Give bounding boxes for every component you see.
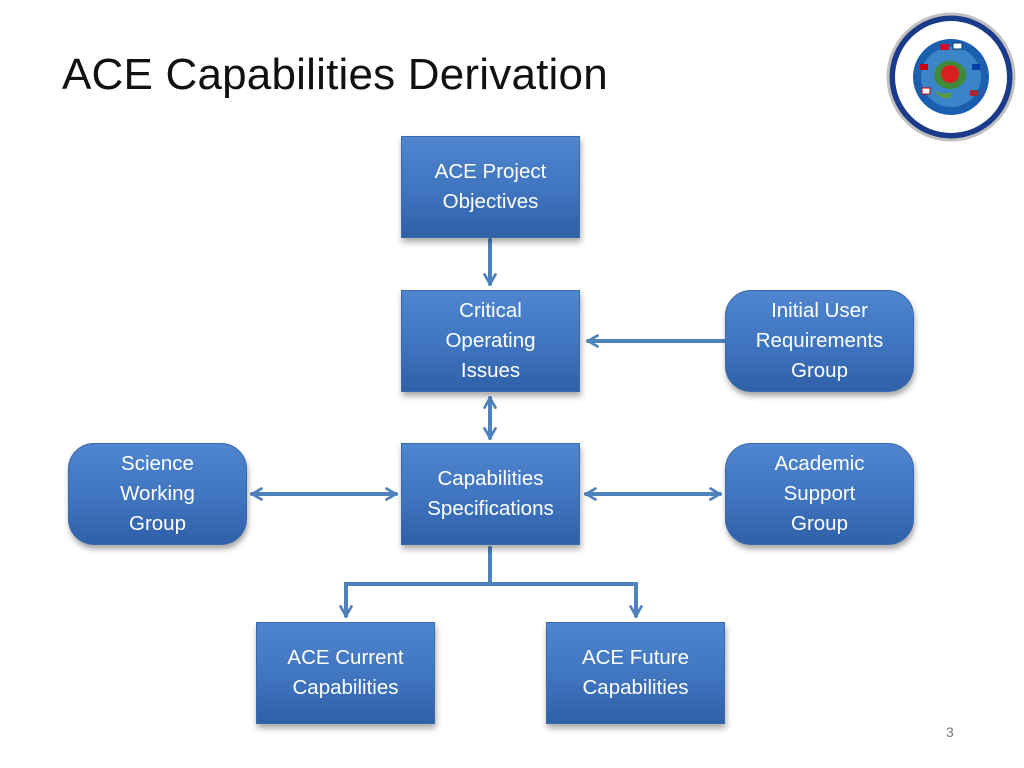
- node-science-working-group: Science Working Group: [68, 443, 247, 545]
- node-ace-future-capabilities: ACE Future Capabilities: [546, 622, 725, 724]
- arrow-specs-branch: [339, 546, 492, 618]
- node-ace-current-capabilities: ACE Current Capabilities: [256, 622, 435, 724]
- node-ace-project-objectives: ACE Project Objectives: [401, 136, 580, 238]
- node-academic-support-group: Academic Support Group: [725, 443, 914, 545]
- slide-title: ACE Capabilities Derivation: [62, 50, 608, 99]
- node-initial-user-requirements-group: Initial User Requirements Group: [725, 290, 914, 392]
- page-number: 3: [946, 724, 954, 740]
- ace-logo: Arctic Collaborative Environment (ACE) U…: [884, 10, 1016, 142]
- node-critical-operating-issues: Critical Operating Issues: [401, 290, 580, 392]
- arrow-specs-branch-right: [488, 582, 643, 618]
- node-capabilities-specifications: Capabilities Specifications: [401, 443, 580, 545]
